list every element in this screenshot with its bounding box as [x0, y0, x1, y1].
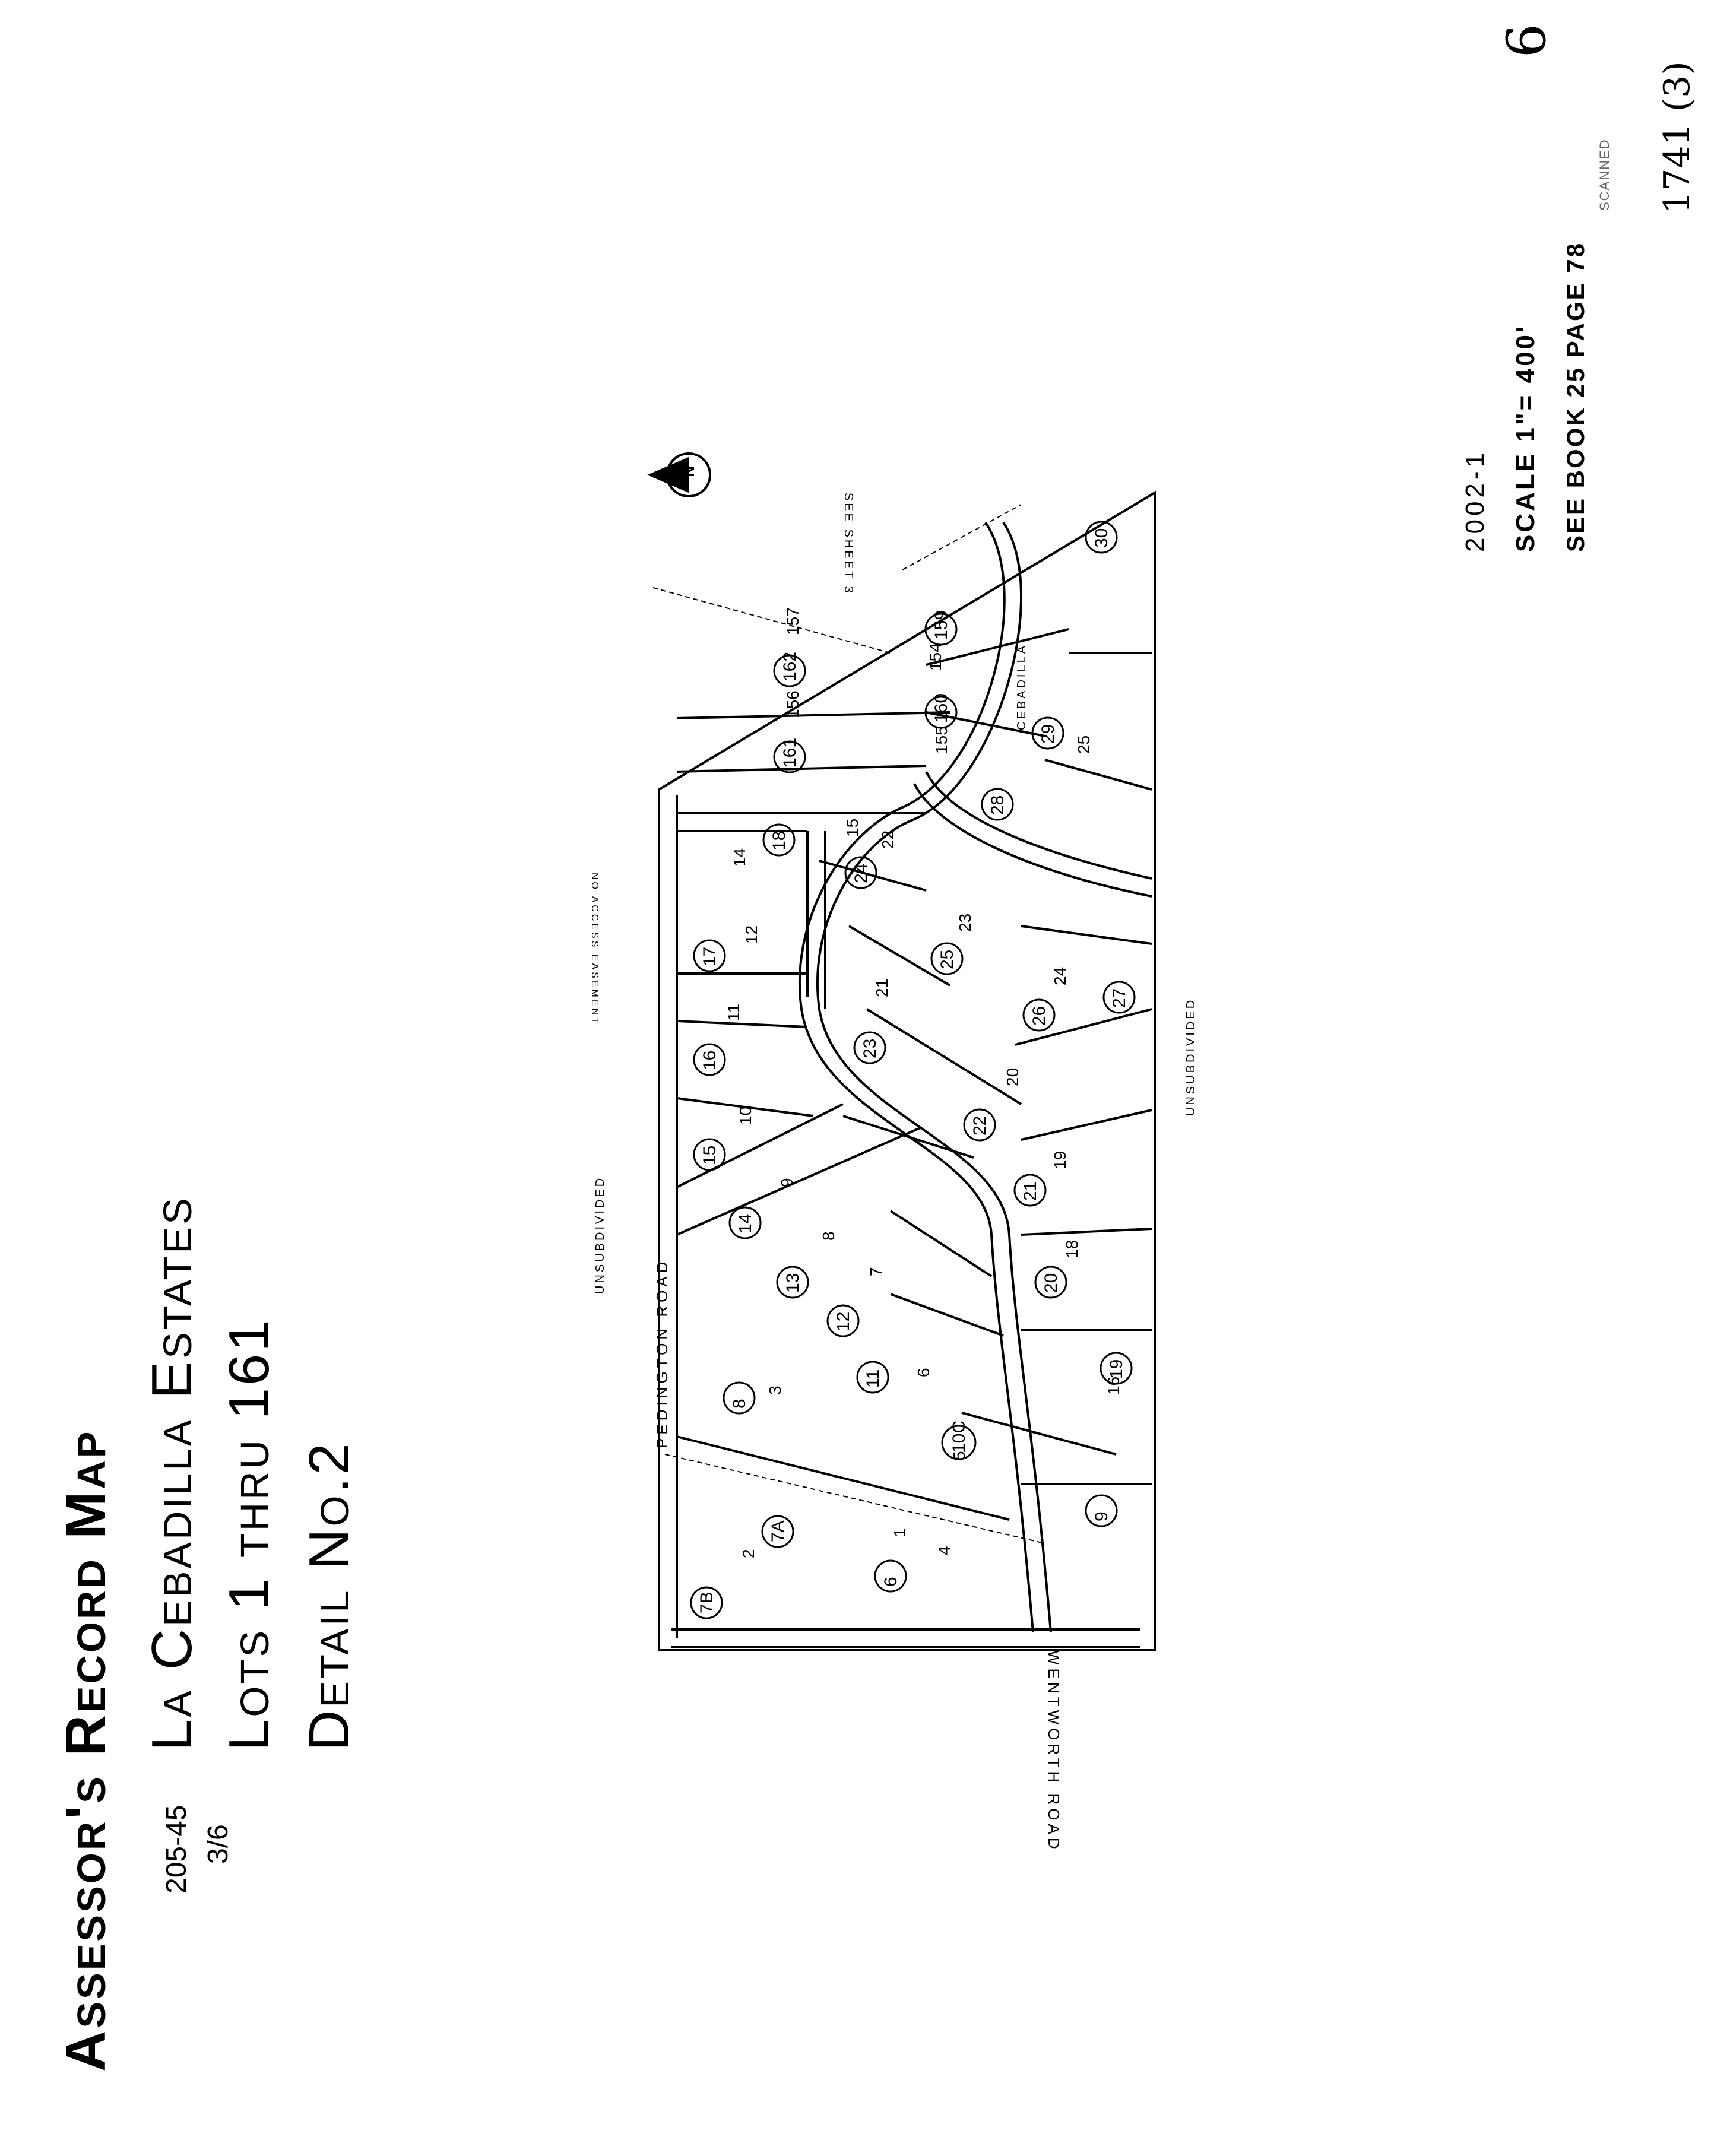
old-lot-number: 14 — [730, 848, 749, 867]
unsubdivided-bottom-label: UNSUBDIVIDED — [1184, 997, 1197, 1116]
old-lot-number: 155 — [932, 726, 950, 754]
parcel-number: 160 — [931, 693, 951, 723]
parcel-number: 12 — [834, 1311, 853, 1331]
old-lot-number: 21 — [873, 978, 891, 997]
parcel-number: 6 — [881, 1577, 901, 1587]
unsubdivided-top-label: UNSUBDIVIDED — [594, 1175, 607, 1294]
parcel-number: 11 — [863, 1369, 883, 1388]
old-lot-number: 15 — [843, 818, 861, 837]
old-lot-number: 154 — [926, 643, 945, 671]
old-lot-number: 3 — [766, 1385, 784, 1395]
parcel-number: 8 — [730, 1399, 749, 1409]
old-lot-number: 6 — [914, 1368, 933, 1377]
old-lot-number: 25 — [1075, 735, 1093, 754]
old-lot-number: 18 — [1063, 1239, 1081, 1258]
parcel-number: 10C — [949, 1420, 969, 1453]
parcel-number: 159 — [931, 610, 951, 640]
old-lot-number: 24 — [1051, 966, 1069, 985]
parcel-number: 28 — [988, 795, 1007, 815]
parcel-number: 26 — [1029, 1006, 1049, 1026]
old-lot-number: 22 — [879, 830, 897, 849]
old-lot-number: 9 — [778, 1178, 796, 1187]
pedington-road-label: PEDINGTON ROAD — [653, 1258, 671, 1448]
parcel-number: 7B — [697, 1591, 717, 1613]
see-sheet-label: SEE SHEET 3 — [842, 493, 855, 595]
parcel-number: 21 — [1021, 1181, 1040, 1201]
parcel-number: 15 — [700, 1145, 720, 1165]
old-lot-number: 157 — [784, 607, 802, 635]
old-lot-number: 4 — [935, 1546, 953, 1555]
parcel-number: 14 — [736, 1213, 755, 1234]
old-lot-number: 16 — [1104, 1376, 1123, 1395]
parcel-number: 23 — [860, 1038, 880, 1058]
parcel-number: 7A — [768, 1520, 788, 1542]
parcel-number: 20 — [1041, 1273, 1061, 1293]
old-lot-number: 5 — [950, 1451, 968, 1460]
old-lot-number: 1 — [891, 1528, 909, 1537]
old-lot-number: 12 — [742, 925, 761, 944]
north-arrow-label: N — [680, 466, 698, 477]
parcel-number: 25 — [937, 949, 957, 969]
old-lot-number: 20 — [1003, 1067, 1022, 1086]
parcel-number: 29 — [1038, 724, 1058, 744]
subdivision-boundary — [658, 490, 1156, 1651]
wentworth-road-label: WENTWORTH ROAD — [1045, 1650, 1063, 1853]
parcel-number: 30 — [1092, 528, 1111, 548]
parcel-number: 27 — [1110, 988, 1129, 1008]
parcel-number: 24 — [851, 863, 871, 883]
access-easement-label: NO ACCESS EASEMENT — [590, 873, 600, 1026]
old-lot-number: 11 — [724, 1003, 743, 1021]
old-lot-number: 8 — [819, 1231, 838, 1241]
old-lot-number: 19 — [1051, 1150, 1069, 1169]
old-lot-number: 23 — [956, 913, 974, 932]
parcel-number: 18 — [769, 830, 789, 851]
parcel-number: 13 — [783, 1273, 803, 1293]
parcel-number: 9 — [1092, 1511, 1111, 1521]
old-lot-number: 7 — [867, 1267, 885, 1276]
old-lot-number: 2 — [739, 1549, 758, 1558]
north-arrow-icon — [647, 452, 711, 497]
parcel-number: 17 — [700, 946, 720, 966]
old-lot-number: 156 — [784, 690, 802, 718]
parcel-number: 161 — [780, 737, 800, 768]
cebadilla-label: CEBADILLA — [1015, 643, 1028, 730]
parcel-number: 16 — [700, 1050, 720, 1070]
old-lot-number: 10 — [736, 1106, 755, 1125]
parcel-number: 162 — [780, 651, 800, 681]
parcel-number: 22 — [970, 1115, 990, 1136]
cebadilla-road — [816, 521, 1052, 1633]
